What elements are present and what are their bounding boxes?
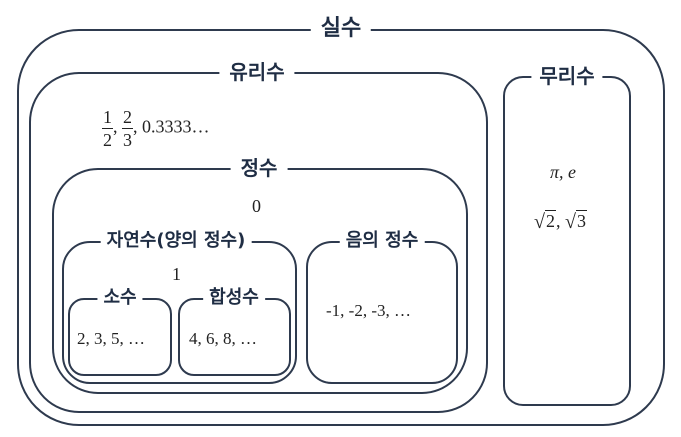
- radicand: 3: [575, 210, 587, 231]
- root-separator: ,: [555, 211, 561, 231]
- sqrt-three: √3: [564, 210, 587, 233]
- zero-label: 0: [252, 196, 261, 216]
- negative-integers-title: 음의 정수: [339, 232, 425, 250]
- composites-examples: 4, 6, 8, …: [189, 329, 257, 348]
- radical-sign-icon: √: [534, 211, 545, 233]
- real-numbers-title: 실수: [310, 18, 372, 40]
- natural-numbers-title: 자연수(양의 정수): [100, 232, 252, 250]
- primes-examples: 2, 3, 5, …: [77, 329, 145, 348]
- fraction-denominator: 2: [102, 128, 113, 150]
- rational-numbers-title: 유리수: [219, 62, 295, 82]
- sqrt-two: √2: [534, 210, 556, 233]
- irrational-numbers-box: [503, 76, 631, 406]
- one-label: 1: [172, 264, 181, 284]
- radical-sign-icon: √: [564, 211, 576, 233]
- integers-title: 정수: [230, 158, 288, 178]
- fraction-two-thirds: 2 3: [122, 108, 133, 149]
- rational-examples: 1 2 , 2 3 , 0.3333…: [102, 108, 210, 149]
- root-examples: √2, √3: [534, 210, 587, 233]
- fraction-denominator: 3: [122, 128, 133, 150]
- decimal-example: , 0.3333…: [133, 116, 210, 137]
- fraction-numerator: 1: [103, 107, 112, 127]
- negative-integers-examples: -1, -2, -3, …: [326, 301, 411, 320]
- radicand: 2: [544, 210, 556, 231]
- composites-title: 합성수: [203, 289, 265, 307]
- primes-title: 소수: [97, 289, 143, 307]
- fraction-separator: ,: [113, 116, 118, 137]
- irrational-numbers-title: 무리수: [531, 66, 603, 86]
- pi-e-label: π, e: [550, 162, 577, 182]
- fraction-one-half: 1 2: [102, 108, 113, 149]
- fraction-numerator: 2: [123, 107, 132, 127]
